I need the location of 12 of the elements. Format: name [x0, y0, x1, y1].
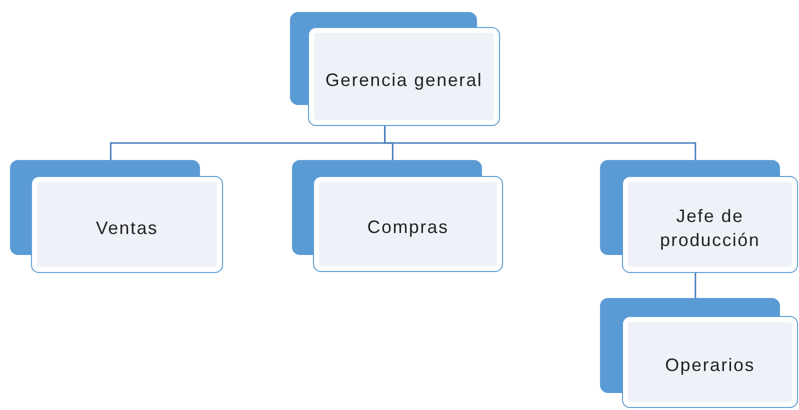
box-label: Operarios [665, 354, 755, 378]
connector-line [384, 126, 696, 160]
box-label: Ventas [96, 216, 158, 240]
box-label: Jefe de producción [658, 205, 762, 252]
org-box [600, 298, 798, 408]
org-box [290, 12, 500, 126]
org-box [10, 160, 223, 273]
connector-line [694, 273, 696, 298]
box-label: Compras [367, 216, 449, 240]
org-box [600, 160, 798, 273]
org-box [292, 160, 503, 272]
box-label: Gerencia general [325, 68, 483, 92]
